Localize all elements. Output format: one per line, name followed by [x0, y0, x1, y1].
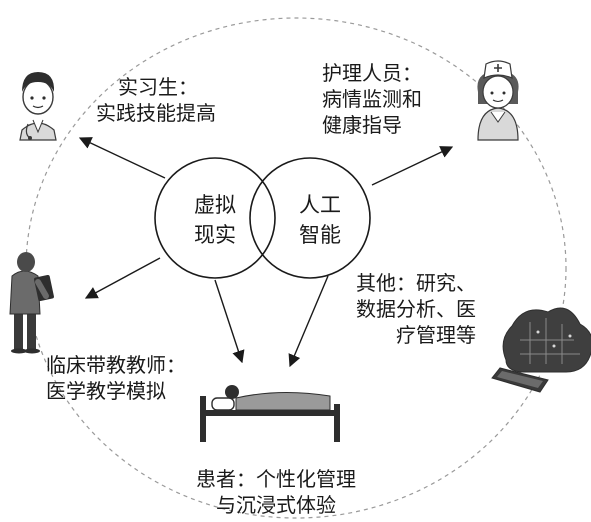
patient-label: 患者：个性化管理 与沉浸式体验 — [178, 466, 374, 518]
nurse-role: 护理人员： — [322, 61, 422, 85]
intern-role: 实习生： — [118, 75, 198, 99]
intern-benefit: 实践技能提高 — [96, 101, 216, 125]
teacher-role: 临床带教教师： — [46, 353, 186, 377]
other-line-1: 其他：研究、 — [356, 271, 476, 295]
arrow-to-intern — [78, 137, 166, 179]
arrow-to-patient-left — [214, 279, 245, 364]
venn-circle-vr — [154, 157, 276, 279]
venn-label-ai-line1: 人工 — [299, 193, 341, 217]
venn-label-vr-line2: 现实 — [194, 223, 236, 247]
other-label: 其他：研究、 数据分析、医 疗管理等 — [356, 270, 476, 348]
arrow-to-nurse — [371, 146, 454, 186]
other-line-3: 疗管理等 — [396, 323, 476, 347]
arrow-to-patient-right — [288, 275, 329, 368]
nurse-benefit-1: 病情监测和 — [322, 87, 422, 111]
nurse-label: 护理人员： 病情监测和 健康指导 — [322, 60, 422, 138]
patient-role: 患者：个性化管理 — [196, 467, 356, 491]
hospital-bed-icon — [200, 385, 340, 442]
venn-label-ai: 人工 智能 — [288, 190, 352, 250]
intern-label: 实习生： 实践技能提高 — [96, 74, 216, 126]
venn-label-vr: 虚拟 现实 — [183, 190, 247, 250]
other-line-2: 数据分析、医 — [356, 297, 476, 321]
arrow-to-teacher — [84, 257, 161, 299]
venn-circle-ai — [249, 157, 371, 279]
teacher-benefit: 医学教学模拟 — [46, 379, 166, 403]
nurse-icon — [477, 60, 519, 141]
doctor-icon — [19, 72, 57, 141]
nurse-benefit-2: 健康指导 — [322, 113, 402, 137]
cloud-server-icon — [491, 307, 591, 393]
teacher-icon — [9, 252, 54, 354]
venn-label-vr-line1: 虚拟 — [194, 193, 236, 217]
patient-benefit: 与沉浸式体验 — [216, 493, 336, 517]
teacher-label: 临床带教教师： 医学教学模拟 — [46, 352, 186, 404]
venn-label-ai-line2: 智能 — [299, 223, 341, 247]
